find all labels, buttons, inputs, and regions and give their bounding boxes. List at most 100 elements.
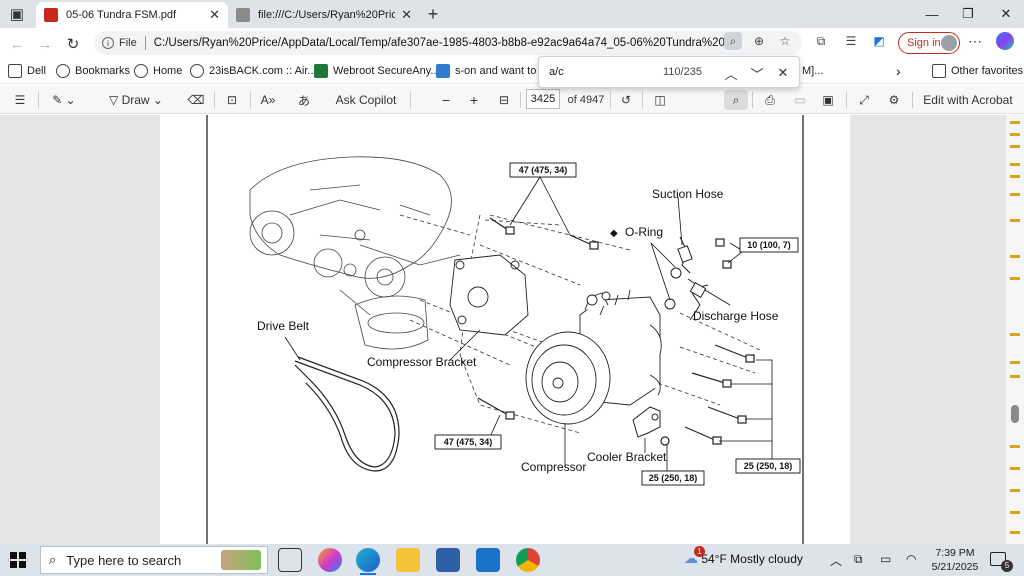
close-tab-icon[interactable]: ✕ bbox=[401, 7, 412, 22]
find-previous-icon[interactable]: ︿ bbox=[724, 66, 738, 82]
torque-label-top: 47 (475, 34) bbox=[519, 165, 568, 175]
table-of-contents-icon[interactable]: ☰ bbox=[14, 93, 26, 107]
find-next-icon[interactable]: ﹀ bbox=[750, 66, 764, 82]
close-find-icon[interactable]: ✕ bbox=[777, 65, 789, 80]
draw-button[interactable]: ▽ Draw ⌄ bbox=[100, 90, 172, 110]
copilot-icon[interactable] bbox=[996, 32, 1014, 50]
hose-fittings-drawing bbox=[664, 236, 709, 321]
folder-icon bbox=[932, 64, 946, 78]
settings-gear-icon[interactable]: ⚙ bbox=[888, 93, 900, 107]
divider bbox=[520, 92, 521, 108]
edge-taskbar-icon[interactable] bbox=[356, 548, 380, 572]
favorites-bar: Dell Bookmarks Home 23isBACK.com :: Air.… bbox=[0, 58, 1024, 84]
new-tab-button[interactable]: + bbox=[427, 3, 439, 24]
favorite-label: 23isBACK.com :: Air... bbox=[209, 65, 317, 77]
windows-start-icon[interactable] bbox=[10, 552, 26, 568]
tab-actions-icon[interactable]: ▣ bbox=[9, 6, 25, 23]
refresh-icon[interactable]: ↻ bbox=[66, 36, 80, 53]
find-result-marker bbox=[1010, 375, 1020, 378]
forward-icon[interactable]: → bbox=[37, 35, 53, 53]
scrollbar[interactable] bbox=[1006, 115, 1024, 544]
save-as-icon[interactable]: ▣ bbox=[822, 93, 834, 107]
scrollbar-thumb[interactable] bbox=[1011, 405, 1019, 423]
favorite-label: s-on and want to fla bbox=[455, 65, 552, 77]
notification-icon[interactable]: 5 bbox=[990, 552, 1013, 572]
date: 5/21/2025 bbox=[931, 561, 979, 573]
address-bar[interactable]: i File C:/Users/Ryan%20Price/AppData/Loc… bbox=[94, 31, 802, 55]
close-tab-icon[interactable]: ✕ bbox=[209, 7, 220, 22]
label-o-ring: O-Ring bbox=[625, 225, 663, 239]
pdf-file-icon bbox=[44, 8, 58, 22]
wifi-icon[interactable]: ◠ bbox=[906, 552, 917, 566]
read-aloud-icon[interactable]: A» bbox=[260, 93, 276, 107]
chevron-right-icon[interactable]: › bbox=[896, 63, 901, 79]
more-menu-icon[interactable]: ⋯ bbox=[968, 32, 982, 49]
favorite-site[interactable]: s-on and want to fla bbox=[436, 63, 551, 79]
tray-chevron-up-icon[interactable]: ︿ bbox=[830, 554, 843, 568]
favorite-star-icon[interactable]: ☆ bbox=[779, 34, 791, 48]
favorite-home[interactable]: Home bbox=[134, 63, 182, 79]
divider bbox=[912, 92, 913, 108]
tray-device-icon[interactable]: ⧉ bbox=[854, 552, 863, 566]
eraser-icon[interactable]: ⌫ bbox=[187, 93, 205, 107]
minimize-icon[interactable]: — bbox=[925, 6, 939, 22]
file-explorer-icon[interactable] bbox=[396, 548, 420, 572]
zoom-icon[interactable]: ⊕ bbox=[753, 34, 765, 48]
fullscreen-icon[interactable]: ⤢ bbox=[859, 92, 869, 107]
chrome-icon[interactable] bbox=[516, 548, 540, 572]
weather-widget[interactable]: ☁ 1 54°F Mostly cloudy bbox=[684, 546, 803, 567]
print-icon[interactable]: ⎙ bbox=[765, 92, 775, 107]
find-count: 110/235 bbox=[663, 66, 702, 78]
favorite-other[interactable]: Other favorites bbox=[932, 63, 1023, 79]
find-result-marker bbox=[1010, 277, 1020, 280]
favorite-23isback[interactable]: 23isBACK.com :: Air... bbox=[190, 63, 317, 79]
save-icon[interactable]: ▭ bbox=[794, 93, 806, 107]
outlook-icon[interactable] bbox=[476, 548, 500, 572]
divider bbox=[846, 92, 847, 108]
label-discharge-hose: Discharge Hose bbox=[693, 309, 779, 323]
highlight-icon[interactable]: ✎ ⌄ bbox=[52, 93, 76, 107]
sign-in-button[interactable]: Sign in bbox=[898, 32, 960, 54]
tab-file[interactable]: file:///C:/Users/Ryan%20Price/App ✕ bbox=[228, 2, 420, 28]
rotate-icon[interactable]: ↺ bbox=[620, 93, 632, 107]
find-input[interactable]: a/c bbox=[549, 66, 564, 78]
fit-page-icon[interactable]: ⊟ bbox=[498, 93, 510, 107]
pdf-viewer[interactable]: 47 (475, 34) 10 (100, 7) 47 (475, 34) 25… bbox=[0, 115, 1006, 544]
favorite-dell[interactable]: Dell bbox=[8, 63, 46, 79]
edit-with-acrobat-button[interactable]: Edit with Acrobat bbox=[923, 93, 1013, 107]
restore-icon[interactable]: ❐ bbox=[962, 6, 974, 21]
ask-copilot-button[interactable]: Ask Copilot bbox=[335, 93, 397, 107]
favorite-webroot[interactable]: Webroot SecureAny... bbox=[314, 63, 440, 79]
extensions-icon[interactable]: ⧉ bbox=[816, 33, 826, 48]
find-result-marker bbox=[1010, 121, 1020, 124]
task-view-icon[interactable] bbox=[278, 548, 302, 572]
back-icon[interactable]: ← bbox=[9, 35, 25, 53]
tab-pdf[interactable]: 05-06 Tundra FSM.pdf ✕ bbox=[36, 2, 228, 28]
page-number-input[interactable]: 3425 bbox=[526, 89, 560, 109]
taskbar-search[interactable]: ⌕ Type here to search bbox=[40, 546, 268, 574]
favorite-more[interactable]: M]... bbox=[802, 63, 823, 79]
pdf-toolbar: ☰ ✎ ⌄ ▽ Draw ⌄ ⌫ ⊡ A» あ Ask Copilot − + … bbox=[0, 86, 1024, 114]
store-icon[interactable] bbox=[436, 548, 460, 572]
translate-icon[interactable]: あ bbox=[297, 93, 310, 108]
browser-essentials-icon[interactable]: ◩ bbox=[873, 34, 885, 48]
url-text[interactable]: C:/Users/Ryan%20Price/AppData/Local/Temp… bbox=[153, 37, 734, 49]
taskbar: ⌕ Type here to search ☁ 1 54°F Mostly cl… bbox=[0, 544, 1024, 576]
page-view-icon[interactable]: ◫ bbox=[654, 93, 666, 107]
favorites-icon[interactable]: ☰ bbox=[845, 34, 857, 48]
zoom-out-icon[interactable]: − bbox=[441, 92, 451, 108]
text-box-icon[interactable]: ⊡ bbox=[226, 93, 238, 107]
info-icon[interactable]: i bbox=[102, 37, 114, 49]
find-in-page-icon[interactable]: ⌕ bbox=[724, 32, 742, 50]
clock[interactable]: 7:39 PM 5/21/2025 bbox=[930, 546, 980, 574]
copilot-taskbar-icon[interactable] bbox=[318, 548, 342, 572]
favorite-bookmarks[interactable]: Bookmarks bbox=[56, 63, 130, 79]
divider bbox=[214, 92, 215, 108]
zoom-in-icon[interactable]: + bbox=[469, 92, 479, 108]
webroot-icon bbox=[314, 64, 328, 78]
find-result-marker bbox=[1010, 361, 1020, 364]
close-window-icon[interactable]: ✕ bbox=[1000, 6, 1012, 21]
find-result-marker bbox=[1010, 531, 1020, 534]
search-icon[interactable]: ⌕ bbox=[724, 90, 748, 110]
battery-icon[interactable]: ▭ bbox=[880, 552, 892, 566]
